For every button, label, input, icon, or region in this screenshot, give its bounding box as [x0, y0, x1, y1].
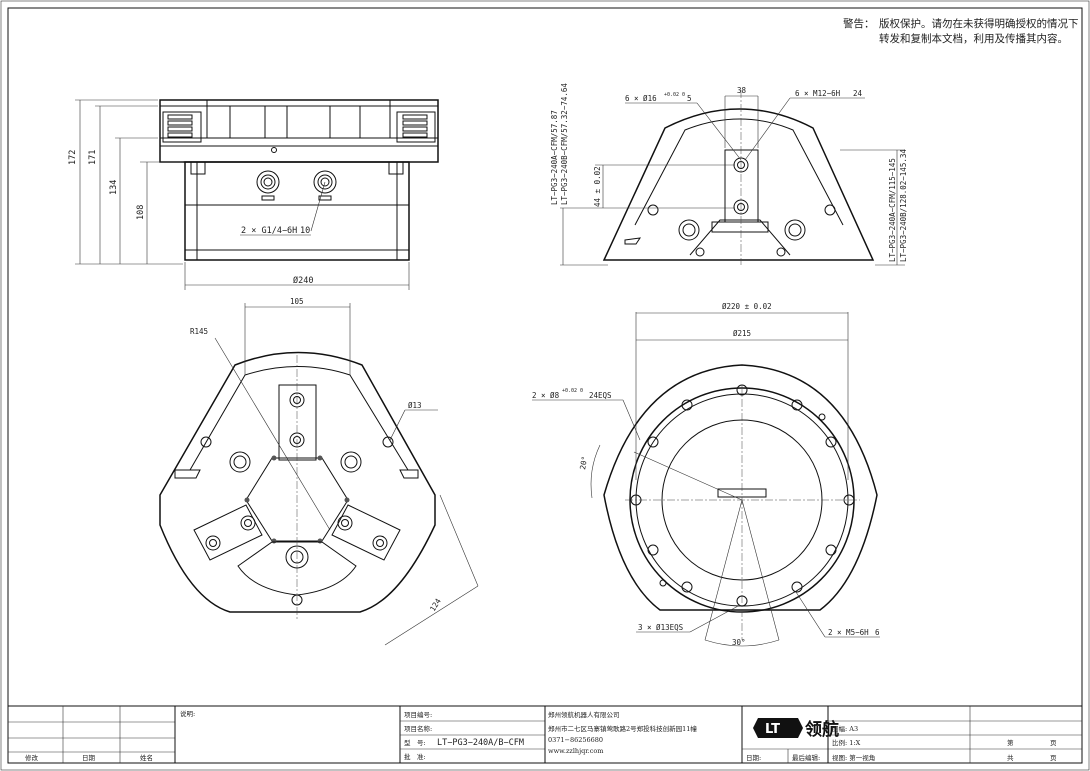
date-label: 日期 [82, 754, 96, 762]
right-fitting [402, 114, 428, 138]
warning-label: 警告： [843, 17, 875, 30]
pin-callout: 2 × Ø8 [532, 391, 560, 400]
company-name: 郑州领航机器人有限公司 [548, 710, 620, 719]
title-block: 修改 日期 姓名 说明: 项目编号: 项目名称: 型 号: LT−PG3−240… [8, 705, 1082, 763]
hole-depth: 5 [687, 94, 692, 103]
left-label-1: LT−PG3−240A−CFM/57.87 [550, 110, 559, 205]
dim-172: 172 [68, 150, 78, 165]
description-label: 说明: [180, 709, 195, 718]
company-address: 郑州市二七区马寨镇莺歌路2号郑投科技创新园11幢 [548, 724, 697, 733]
last-edit-field: 最后编辑: [792, 753, 820, 762]
model-label: 型 号: [404, 738, 426, 747]
hole-tolerance: +0.02 0 [664, 92, 685, 98]
dim-124: 124 [428, 596, 443, 613]
copyright-warning: 警告： 版权保护。请勿在未获得明确授权的情况下 转发和复制本文档，利用及传播其内… [843, 17, 1079, 45]
model-value: LT−PG3−240A/B−CFM [437, 738, 524, 748]
drawing-view: 视图: 第一视角 [832, 753, 875, 762]
angle-30: 30° [732, 638, 746, 647]
right-label-2: LT−PG3−240B/128.02−145.34 [899, 149, 908, 262]
port-callout: 2 × G1/4−6H [241, 226, 297, 236]
angle-20: 20° [578, 455, 589, 470]
dim-dia-220: Ø220 ± 0.02 [722, 302, 772, 311]
warning-line-2: 转发和复制本文档，利用及传播其内容。 [879, 32, 1068, 45]
pin-depth: 24EQS [589, 391, 612, 400]
warning-line-1: 版权保护。请勿在未获得明确授权的情况下 [879, 17, 1079, 30]
left-fitting [167, 114, 193, 138]
m5-callout: 2 × M5−6H [828, 628, 869, 637]
drawing-scale: 比例: 1:X [832, 738, 861, 747]
port-b [313, 170, 337, 194]
approve-label: 批 准: [404, 752, 426, 761]
hole-callout: 6 × Ø16 [625, 94, 657, 103]
hole-13-callout: 3 × Ø13EQS [638, 623, 684, 632]
rev-label: 修改 [25, 753, 39, 762]
company-phone: 0371−86256680 [548, 736, 603, 744]
pin-tolerance: +0.02 0 [562, 388, 583, 394]
dim-171: 171 [88, 150, 98, 165]
dim-134: 134 [109, 180, 119, 195]
dim-105: 105 [290, 297, 304, 306]
right-label-1: LT−PG3−240A−CFM/115−145 [888, 158, 897, 262]
bolt-holes [630, 384, 855, 607]
date-field: 日期: [746, 754, 761, 762]
total-unit: 页 [1050, 754, 1057, 762]
drawing-format: 图幅: A3 [832, 724, 858, 733]
port-depth: 10 [300, 226, 310, 236]
project-no-label: 项目编号: [404, 710, 432, 719]
m5-depth: 6 [875, 628, 880, 637]
thread-depth: 24 [853, 89, 863, 98]
dim-38: 38 [737, 86, 747, 95]
sheet-unit: 页 [1050, 739, 1057, 747]
port-a [256, 170, 280, 194]
dim-r145: R145 [190, 327, 208, 336]
front-view: 172 171 134 108 2 × G1/4−6H 10 Ø240 [68, 99, 439, 290]
total-label: 共 [1007, 753, 1014, 762]
company-website: www.zzlhjqr.com [548, 747, 603, 755]
project-name-label: 项目名称: [404, 724, 432, 733]
dim-108: 108 [136, 205, 146, 220]
top-view: 105 R145 Ø13 124 [159, 297, 479, 646]
sheet-no-label: 第 [1007, 738, 1014, 747]
dim-44: 44 ± 0.02 [593, 166, 602, 207]
name-label: 姓名 [140, 753, 153, 762]
dim-dia-13: Ø13 [408, 401, 422, 410]
dim-dia-240: Ø240 [293, 275, 313, 286]
dim-dia-215: Ø215 [733, 329, 751, 338]
logo-mark: LT [765, 722, 780, 737]
bottom-view: Ø220 ± 0.02 Ø215 2 × Ø8 +0.02 0 24EQS 20… [532, 302, 880, 647]
thread-callout: 6 × M12−6H [795, 89, 841, 98]
company-logo: LT 领航 [753, 718, 839, 740]
side-view: 38 6 × Ø16 +0.02 0 5 6 × M12−6H 24 44 ± … [550, 83, 908, 266]
left-label-2: LT−PG3−240B−CFM/57.32−74.64 [560, 83, 569, 205]
